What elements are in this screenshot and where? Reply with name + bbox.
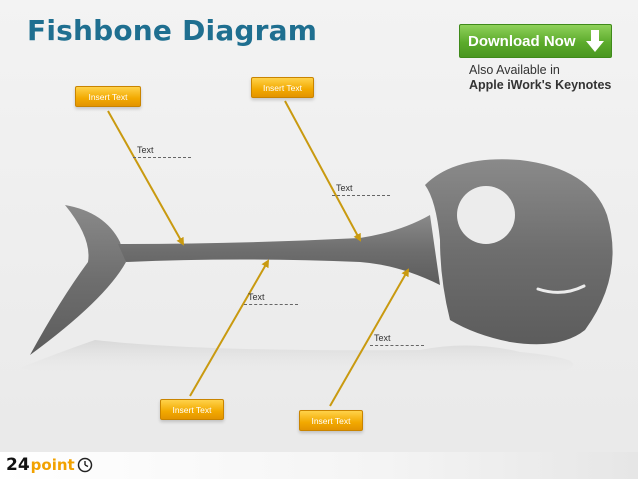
bone-label-bottom-left[interactable]: Text bbox=[244, 292, 298, 305]
download-now-button[interactable]: Download Now bbox=[459, 24, 612, 58]
brand-logo: 24 point bbox=[6, 454, 93, 476]
fish-tail bbox=[30, 205, 126, 355]
fish-head bbox=[425, 159, 613, 345]
bone-arrow-top-right bbox=[284, 100, 361, 242]
bone-arrow-bottom-right bbox=[329, 268, 409, 407]
fish-reflection bbox=[20, 340, 574, 376]
clock-icon bbox=[77, 457, 92, 473]
also-available-note: Also Available in Apple iWork's Keynotes bbox=[469, 63, 611, 93]
fish-eye bbox=[457, 186, 515, 244]
bone-label-top-right[interactable]: Text bbox=[332, 183, 390, 196]
fish-mouth bbox=[536, 284, 586, 294]
logo-word: point bbox=[30, 456, 75, 474]
cause-box-bottom-left[interactable]: Insert Text bbox=[160, 399, 224, 420]
fish-spine bbox=[118, 215, 440, 285]
page-title: Fishbone Diagram bbox=[27, 14, 318, 47]
bone-label-top-left[interactable]: Text bbox=[133, 145, 191, 158]
also-available-line: Also Available in bbox=[469, 63, 560, 77]
bone-label-bottom-right[interactable]: Text bbox=[370, 333, 424, 346]
logo-number: 24 bbox=[6, 455, 30, 475]
download-button-label: Download Now bbox=[468, 32, 576, 50]
cause-box-top-center[interactable]: Insert Text bbox=[251, 77, 314, 98]
bone-arrow-bottom-left bbox=[189, 259, 270, 397]
bone-arrow-top-left bbox=[107, 110, 184, 246]
cause-box-top-left[interactable]: Insert Text bbox=[75, 86, 141, 107]
download-arrow-icon bbox=[586, 30, 604, 52]
keynote-line: Apple iWork's Keynotes bbox=[469, 78, 612, 92]
footer-bar bbox=[0, 452, 638, 479]
cause-box-bottom-right[interactable]: Insert Text bbox=[299, 410, 363, 431]
